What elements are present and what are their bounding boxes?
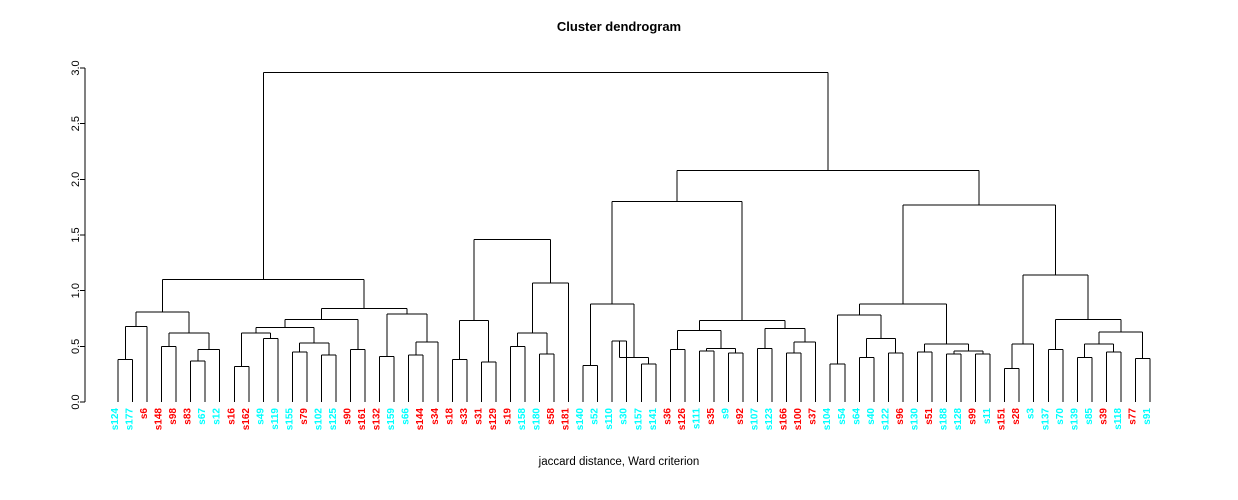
leaf-label: s159 (386, 408, 397, 431)
leaf-label: s37 (808, 408, 819, 425)
leaf-label: s39 (1098, 408, 1109, 425)
leaf-label: s130 (909, 408, 920, 431)
leaf-label: s157 (633, 408, 644, 431)
leaf-label: s28 (1011, 408, 1022, 425)
leaf-label: s64 (851, 408, 862, 425)
leaf-label: s40 (866, 408, 877, 425)
leaf-label: s100 (793, 408, 804, 431)
leaf-label: s67 (197, 408, 208, 425)
leaf-label: s35 (706, 408, 717, 425)
leaf-label: s141 (648, 408, 659, 431)
leaf-label: s111 (691, 408, 702, 430)
leaf-label: s158 (517, 408, 528, 431)
y-axis: 0.0 0.5 1.0 1.5 2.0 2.5 3.0 (70, 60, 86, 410)
leaf-label: s110 (604, 408, 615, 430)
leaf-label: s180 (532, 408, 543, 431)
y-tick-label: 0.5 (70, 339, 82, 354)
leaf-label: s102 (313, 408, 324, 431)
y-tick-label: 1.5 (70, 227, 82, 242)
leaf-label: s124 (110, 408, 121, 431)
y-tick-label: 1.0 (70, 283, 82, 298)
leaf-label: s107 (750, 408, 761, 431)
leaf-label: s123 (764, 408, 775, 431)
leaf-label: s31 (473, 408, 484, 425)
leaf-label: s137 (1040, 408, 1051, 431)
leaf-label: s36 (662, 408, 673, 425)
leaf-label: s34 (430, 408, 441, 425)
leaf-label: s177 (125, 408, 136, 431)
leaf-label: s128 (953, 408, 964, 431)
leaf-label: s77 (1127, 408, 1138, 425)
leaf-label: s83 (183, 408, 194, 425)
leaf-label: s49 (255, 408, 266, 425)
leaf-label: s181 (561, 408, 572, 431)
leaf-label: s66 (401, 408, 412, 425)
leaf-label: s92 (735, 408, 746, 425)
leaf-label: s122 (880, 408, 891, 431)
leaf-label: s19 (502, 408, 513, 425)
leaf-label: s52 (590, 408, 601, 425)
leaf-label: s18 (444, 408, 455, 425)
leaf-label: s9 (720, 408, 731, 420)
dendrogram-tree (117, 71, 1151, 402)
leaf-label: s98 (168, 408, 179, 425)
y-tick-label: 3.0 (70, 60, 82, 75)
leaf-label: s188 (939, 408, 950, 431)
leaf-label: s16 (226, 408, 237, 425)
leaf-label: s30 (619, 408, 630, 425)
leaf-label: s3 (1026, 408, 1037, 420)
leaf-label: s99 (968, 408, 979, 425)
leaf-label: s6 (139, 408, 150, 420)
leaf-label: s51 (924, 408, 935, 425)
leaf-label: s166 (779, 408, 790, 431)
leaf-label: s91 (1142, 408, 1153, 425)
leaf-label: s96 (895, 408, 906, 425)
leaf-label: s129 (488, 408, 499, 431)
leaf-label: s118 (1113, 408, 1124, 430)
leaf-label: s54 (837, 408, 848, 425)
leaf-label: s140 (575, 408, 586, 431)
leaf-label: s144 (415, 408, 426, 431)
leaf-label: s162 (241, 408, 252, 431)
leaf-label: s90 (343, 408, 354, 425)
y-tick-label: 2.5 (70, 116, 82, 131)
leaf-label: s12 (212, 408, 223, 425)
leaf-label: s125 (328, 408, 339, 431)
leaf-label: s104 (822, 408, 833, 431)
leaf-label: s132 (372, 408, 383, 431)
leaf-label: s151 (997, 408, 1008, 431)
leaf-label: s161 (357, 408, 368, 431)
leaf-label: s70 (1055, 408, 1066, 425)
leaf-label: s33 (459, 408, 470, 425)
page-title: Cluster dendrogram (556, 19, 682, 34)
leaf-label: s155 (284, 408, 295, 431)
leaf-label: s139 (1069, 408, 1080, 431)
leaf-label: s58 (546, 408, 557, 425)
leaf-label: s79 (299, 408, 310, 425)
leaf-label: s85 (1084, 408, 1095, 425)
leaf-label: s119 (270, 408, 281, 430)
leaf-label: s11 (982, 408, 993, 425)
x-axis-label: jaccard distance, Ward criterion (538, 456, 700, 468)
leaf-label: s126 (677, 408, 688, 431)
y-tick-label: 0.0 (70, 394, 82, 409)
leaf-label: s148 (154, 408, 165, 431)
y-tick-label: 2.0 (70, 172, 82, 187)
